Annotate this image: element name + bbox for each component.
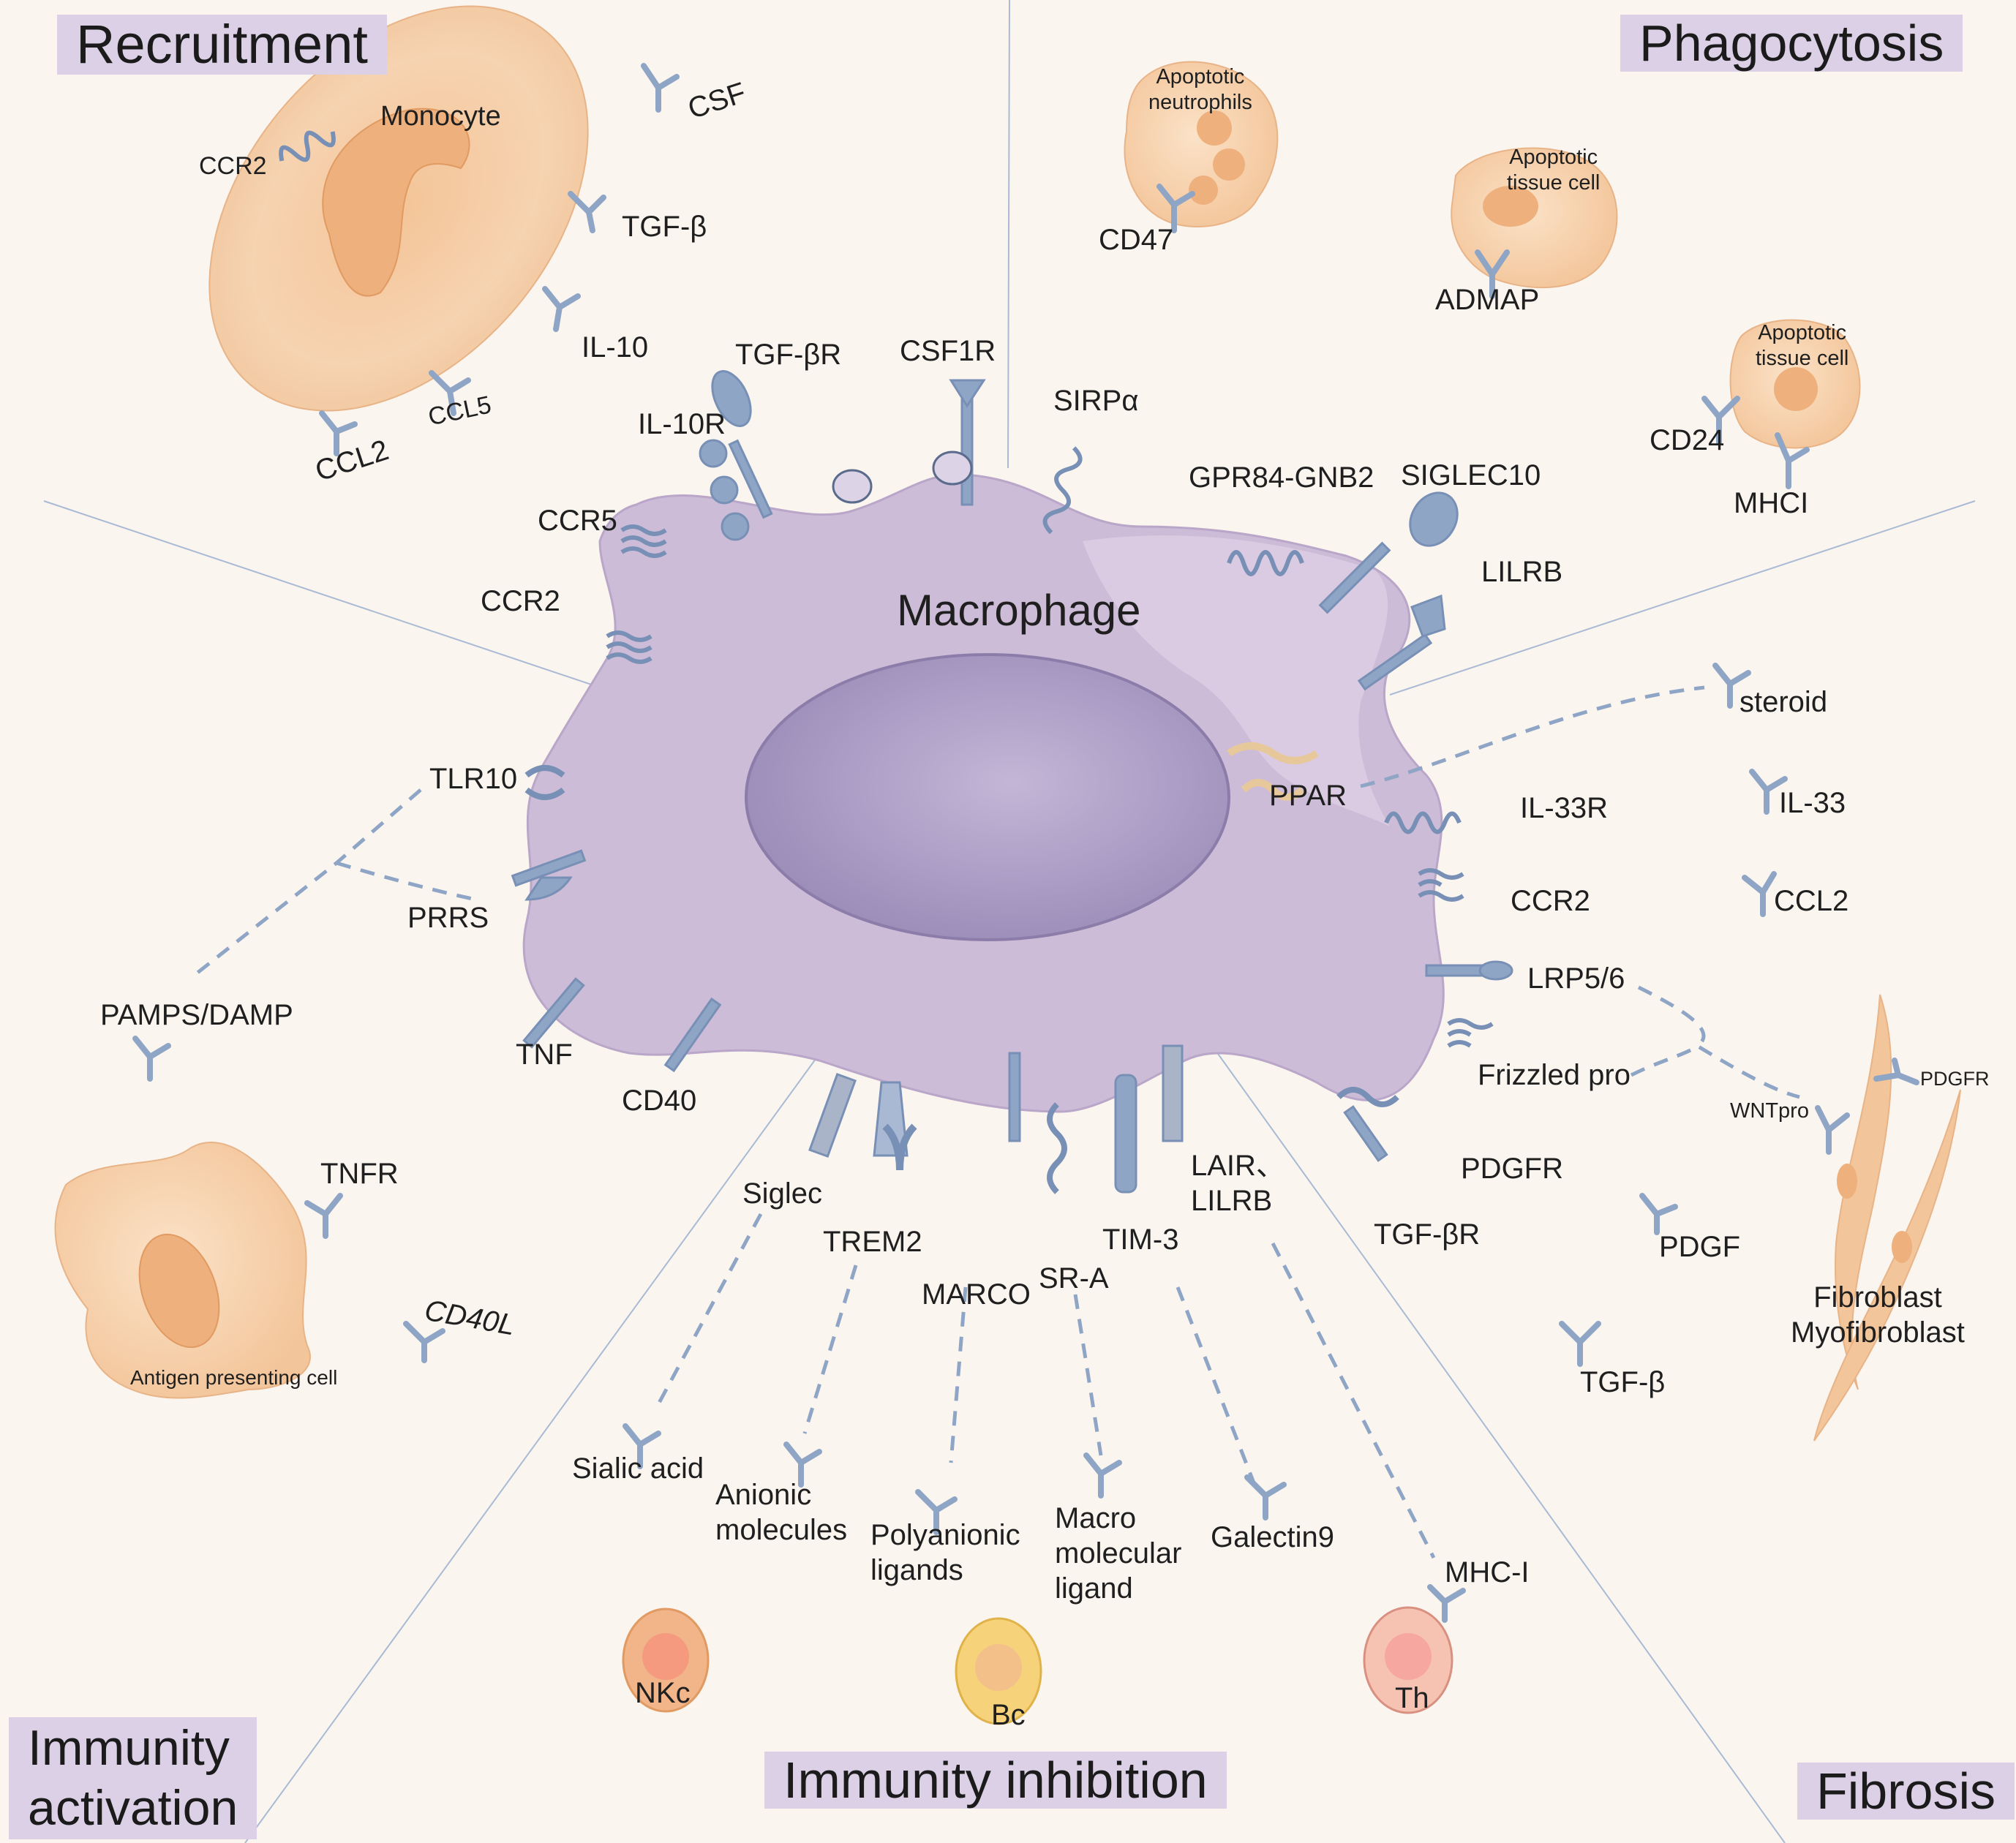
anionic-label: Anionic molecules xyxy=(715,1479,848,1546)
il33-label: IL-33 xyxy=(1779,787,1846,819)
apoptotic-tissue-cell-1 xyxy=(1451,147,1618,289)
pdgfr-label: PDGFR xyxy=(1461,1153,1563,1185)
nk-cell xyxy=(622,1608,710,1713)
section-dividers xyxy=(43,0,1976,1843)
wntpro-label: WNTpro xyxy=(1730,1099,1809,1123)
gpr84-label: GPR84-GNB2 xyxy=(1189,461,1374,494)
pamps-label: PAMPS/DAMP xyxy=(100,999,293,1031)
apoptotic-neutrophil-cell xyxy=(1124,61,1279,227)
title-phagocytosis: Phagocytosis xyxy=(1620,15,1963,72)
tnf-label: TNF xyxy=(516,1039,573,1071)
tlr10-label: TLR10 xyxy=(429,763,518,795)
t-helper-label: Th xyxy=(1395,1682,1429,1714)
il10r-label: IL-10R xyxy=(638,408,726,440)
tim3-label: TIM-3 xyxy=(1102,1224,1179,1256)
title-fibrosis: Fibrosis xyxy=(1797,1763,2015,1820)
macrophage-nucleus xyxy=(745,653,1230,941)
admap-label: ADMAP xyxy=(1435,284,1540,316)
ligand-markers xyxy=(132,63,1919,1623)
b-cell-label: Bc xyxy=(991,1699,1026,1731)
pdgf-label: PDGF xyxy=(1659,1231,1741,1263)
fibroblast-label: Fibroblast Myofibroblast xyxy=(1791,1281,1965,1349)
title-recruitment: Recruitment xyxy=(57,15,387,75)
ccr5-label: CCR5 xyxy=(538,505,617,537)
mhc-i-label: MHC-I xyxy=(1445,1556,1530,1588)
mhci-label: MHCI xyxy=(1734,487,1809,519)
il10-label: IL-10 xyxy=(582,331,649,363)
il33r-label: IL-33R xyxy=(1520,792,1609,824)
nk-cell-label: NKc xyxy=(635,1677,691,1709)
galectin9-label: Galectin9 xyxy=(1211,1521,1334,1553)
apoptotic-tissue-cell-2 xyxy=(1729,319,1861,449)
monocyte-cell xyxy=(208,5,589,412)
lair-label: LAIR、 LILRB xyxy=(1191,1150,1285,1217)
sialic-acid-label: Sialic acid xyxy=(572,1452,704,1485)
trem2-label: TREM2 xyxy=(823,1226,922,1258)
siglec-label: Siglec xyxy=(742,1177,822,1210)
sirpa-label: SIRPα xyxy=(1053,385,1139,417)
membrane-receptors xyxy=(279,130,1513,1194)
antigen-presenting-cell-label: Antigen presenting cell xyxy=(130,1366,338,1389)
tgf-beta-r-label: TGF-βR xyxy=(735,339,842,371)
fibrosis-ccl2-label: CCL2 xyxy=(1774,885,1849,917)
title-immunity-inhibition: Immunity inhibition xyxy=(764,1752,1227,1809)
b-cell xyxy=(955,1617,1042,1725)
steroid-label: steroid xyxy=(1739,686,1828,718)
ppar-label: PPAR xyxy=(1269,780,1347,812)
fibroblast-cells xyxy=(1813,994,1961,1441)
title-immunity-activation: Immunity activation xyxy=(9,1717,257,1840)
cd40-label: CD40 xyxy=(622,1085,697,1117)
fibrosis-ccr2-label: CCR2 xyxy=(1511,885,1590,917)
cd47-label: CD47 xyxy=(1099,224,1174,256)
macromolecular-label: Macro molecular ligand xyxy=(1055,1502,1182,1605)
macrophage-label: Macrophage xyxy=(897,586,1141,635)
fibrosis-tgf-beta-r-label: TGF-βR xyxy=(1374,1218,1481,1251)
cd24-label: CD24 xyxy=(1650,424,1725,456)
csf1r-label: CSF1R xyxy=(900,335,996,367)
apoptotic-neutrophils-label: Apoptotic neutrophils xyxy=(1148,65,1252,114)
pdgfr-fibroblast-label: PDGFR xyxy=(1920,1068,1990,1090)
fibrosis-tgf-beta-label: TGF-β xyxy=(1580,1366,1666,1398)
apoptotic-tissue-cell-2-label: Apoptotic tissue cell xyxy=(1756,321,1849,370)
monocyte-ccr2-label: CCR2 xyxy=(199,152,267,180)
t-helper-cell xyxy=(1363,1606,1453,1714)
ccr2-label: CCR2 xyxy=(481,585,560,617)
tgf-beta-label: TGF-β xyxy=(622,211,707,243)
lrp56-label: LRP5/6 xyxy=(1527,962,1625,995)
prrs-label: PRRS xyxy=(407,902,489,934)
marco-label: MARCO xyxy=(922,1278,1031,1311)
polyanionic-label: Polyanionic ligands xyxy=(870,1519,1020,1586)
antigen-presenting-cell xyxy=(54,1142,311,1399)
lilrb-label: LILRB xyxy=(1481,556,1563,588)
interaction-lines xyxy=(196,685,1800,1559)
frizzled-label: Frizzled pro xyxy=(1478,1059,1631,1091)
tnfr-label: TNFR xyxy=(320,1158,399,1190)
apoptotic-tissue-cell-1-label: Apoptotic tissue cell xyxy=(1507,146,1601,195)
siglec10-label: SIGLEC10 xyxy=(1401,459,1541,491)
monocyte-label: Monocyte xyxy=(380,101,501,132)
sra-label: SR-A xyxy=(1039,1262,1109,1294)
